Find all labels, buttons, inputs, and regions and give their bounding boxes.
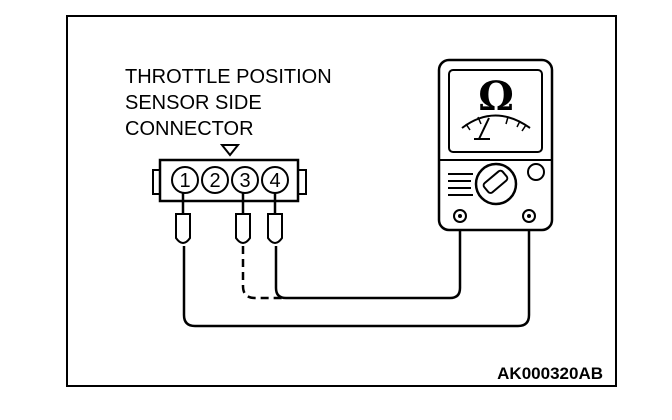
range-scale-marks — [448, 173, 473, 196]
range-selector-knob — [474, 162, 518, 206]
svg-text:3: 3 — [239, 170, 250, 192]
connector-pin-3: 3 — [231, 166, 259, 194]
ohmmeter-display — [448, 69, 543, 153]
svg-text:1: 1 — [179, 170, 190, 192]
ohm-symbol: Ω — [478, 73, 514, 120]
probe-pin-1 — [175, 213, 191, 244]
gauge-needle — [478, 117, 490, 140]
connector-key-marker — [219, 144, 241, 157]
probe-pin-4 — [267, 213, 283, 244]
gauge-arc — [461, 114, 531, 129]
connector-title-line-1: THROTTLE POSITION — [125, 66, 332, 88]
test-lead-pin-4 — [274, 219, 462, 300]
connector-pin-4: 4 — [261, 166, 289, 194]
ohmmeter: Ω — [437, 58, 554, 232]
connector-title-line-3: CONNECTOR — [125, 118, 254, 140]
diagram-frame — [66, 15, 617, 387]
svg-text:2: 2 — [209, 170, 220, 192]
connector-pin-2: 2 — [201, 166, 229, 194]
svg-text:4: 4 — [269, 170, 280, 192]
connector-pin-1: 1 — [171, 166, 199, 194]
zero-adjust-button — [527, 163, 545, 181]
test-lead-pin-3-dashed — [241, 246, 282, 300]
connector-title-line-2: SENSOR SIDE — [125, 92, 262, 114]
probe-pin-3 — [235, 213, 251, 244]
figure-code: AK000320AB — [497, 364, 603, 383]
test-lead-pin-1 — [182, 219, 531, 328]
